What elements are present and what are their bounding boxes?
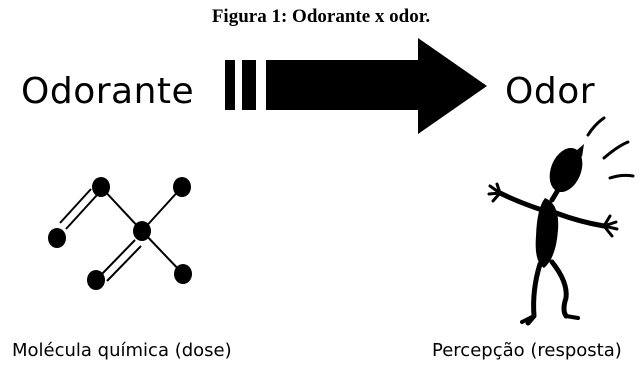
arrow-body — [266, 38, 487, 134]
atom — [174, 264, 192, 284]
arrow-tail-bar-1 — [225, 60, 235, 110]
molecule-icon — [48, 177, 192, 290]
molecule-caption: Molécula química (dose) — [12, 340, 232, 361]
smell-line — [602, 140, 630, 160]
torso — [535, 198, 559, 268]
odor-label: Odor — [505, 71, 596, 112]
arrow-right-icon — [225, 38, 487, 134]
atom — [87, 270, 105, 290]
perception-caption: Percepção (resposta) — [432, 340, 622, 361]
head — [549, 147, 583, 193]
nose — [576, 144, 584, 157]
arrow-tail-bar-2 — [242, 60, 256, 110]
atom — [173, 177, 191, 197]
atom — [92, 177, 110, 197]
atom — [48, 228, 66, 248]
odorante-label: Odorante — [21, 71, 195, 112]
smell-line — [586, 116, 606, 137]
figure-title: Figura 1: Odorante x odor. — [211, 6, 431, 27]
stick-figure-icon — [487, 116, 635, 326]
smell-line — [608, 173, 635, 180]
atom — [133, 221, 151, 241]
